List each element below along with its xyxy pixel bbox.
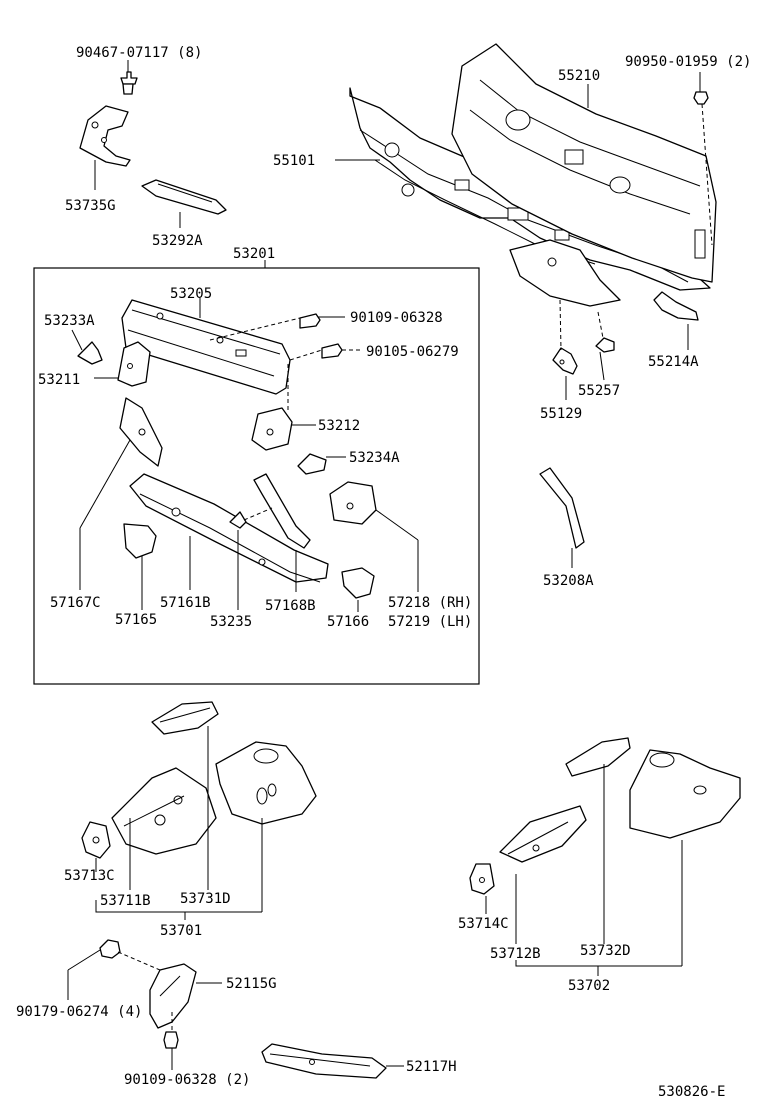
- label-57219: 57219 (LH): [388, 614, 472, 630]
- label-57166: 57166: [327, 614, 369, 630]
- label-53208a: 53208A: [543, 573, 594, 589]
- member-57161b: [129, 473, 329, 583]
- bracket-53235: [229, 511, 247, 529]
- bracket-53735g: [79, 105, 131, 167]
- label-57165: 57165: [115, 612, 157, 628]
- bolt-90467: [120, 71, 138, 95]
- label-52117h: 52117H: [406, 1059, 457, 1075]
- label-53201: 53201: [233, 246, 275, 262]
- label-90467: 90467-07117 (8): [76, 45, 202, 61]
- label-55214a: 55214A: [648, 354, 699, 370]
- bolt-90109-a: [299, 313, 321, 329]
- gusset-57166: [341, 567, 375, 599]
- reinforcement-57168b: [253, 473, 311, 549]
- panel-55210: [451, 43, 717, 283]
- label-53702: 53702: [568, 978, 610, 994]
- label-53205: 53205: [170, 286, 212, 302]
- label-53701: 53701: [160, 923, 202, 939]
- label-53731d: 53731D: [180, 891, 231, 907]
- apron-53711b: [111, 767, 217, 855]
- label-53714c: 53714C: [458, 916, 509, 932]
- stay-55257: [595, 337, 615, 353]
- support-53205: [121, 299, 291, 395]
- label-53711b: 53711B: [100, 893, 151, 909]
- bracket-53212: [251, 407, 293, 451]
- label-53211: 53211: [38, 372, 80, 388]
- bracket-55214a: [653, 291, 699, 321]
- label-53735g: 53735G: [65, 198, 116, 214]
- apron-53712b: [499, 805, 587, 863]
- clip-90950: [693, 91, 709, 105]
- label-52115g: 52115G: [226, 976, 277, 992]
- nut-90179: [99, 939, 121, 959]
- bracket-53714c: [469, 863, 495, 895]
- diagram-reference-code: 530826-E: [658, 1084, 725, 1100]
- bracket-53211: [117, 341, 151, 387]
- label-53235: 53235: [210, 614, 252, 630]
- brace-57167c: [119, 397, 163, 467]
- brace-53208a: [539, 467, 585, 549]
- bracket-53713c: [81, 821, 111, 859]
- bolt-90105: [321, 343, 343, 359]
- gusset-57165: [123, 523, 157, 559]
- label-90179: 90179-06274 (4): [16, 1004, 142, 1020]
- label-53732d: 53732D: [580, 943, 631, 959]
- label-53712b: 53712B: [490, 946, 541, 962]
- label-53292a: 53292A: [152, 233, 203, 249]
- bracket-55129: [552, 347, 578, 375]
- assembly-53201-box: [33, 267, 480, 685]
- label-90105: 90105-06279: [366, 344, 459, 360]
- bracket-53234a: [297, 453, 327, 475]
- label-90950: 90950-01959 (2): [625, 54, 751, 70]
- label-53713c: 53713C: [64, 868, 115, 884]
- bracket-57218-57219: [329, 481, 377, 525]
- tower-53731d: [215, 741, 317, 825]
- label-57161b: 57161B: [160, 595, 211, 611]
- shield-52115g: [149, 963, 197, 1029]
- plate-53292a: [141, 179, 227, 215]
- label-57218: 57218 (RH): [388, 595, 472, 611]
- label-53234a: 53234A: [349, 450, 400, 466]
- bracket-53233a: [77, 341, 103, 365]
- label-55101: 55101: [273, 153, 315, 169]
- label-55257: 55257: [578, 383, 620, 399]
- apron-53732d-upper: [565, 737, 631, 777]
- label-90109-b: 90109-06328 (2): [124, 1072, 250, 1088]
- tower-53702: [629, 749, 741, 839]
- label-90109-a: 90109-06328: [350, 310, 443, 326]
- label-55210: 55210: [558, 68, 600, 84]
- rail-52117h: [261, 1043, 387, 1079]
- label-57168b: 57168B: [265, 598, 316, 614]
- apron-53731d-upper: [151, 701, 219, 735]
- label-53233a: 53233A: [44, 313, 95, 329]
- label-53212: 53212: [318, 418, 360, 434]
- label-57167c: 57167C: [50, 595, 101, 611]
- bolt-90109-b: [163, 1031, 179, 1049]
- label-55129: 55129: [540, 406, 582, 422]
